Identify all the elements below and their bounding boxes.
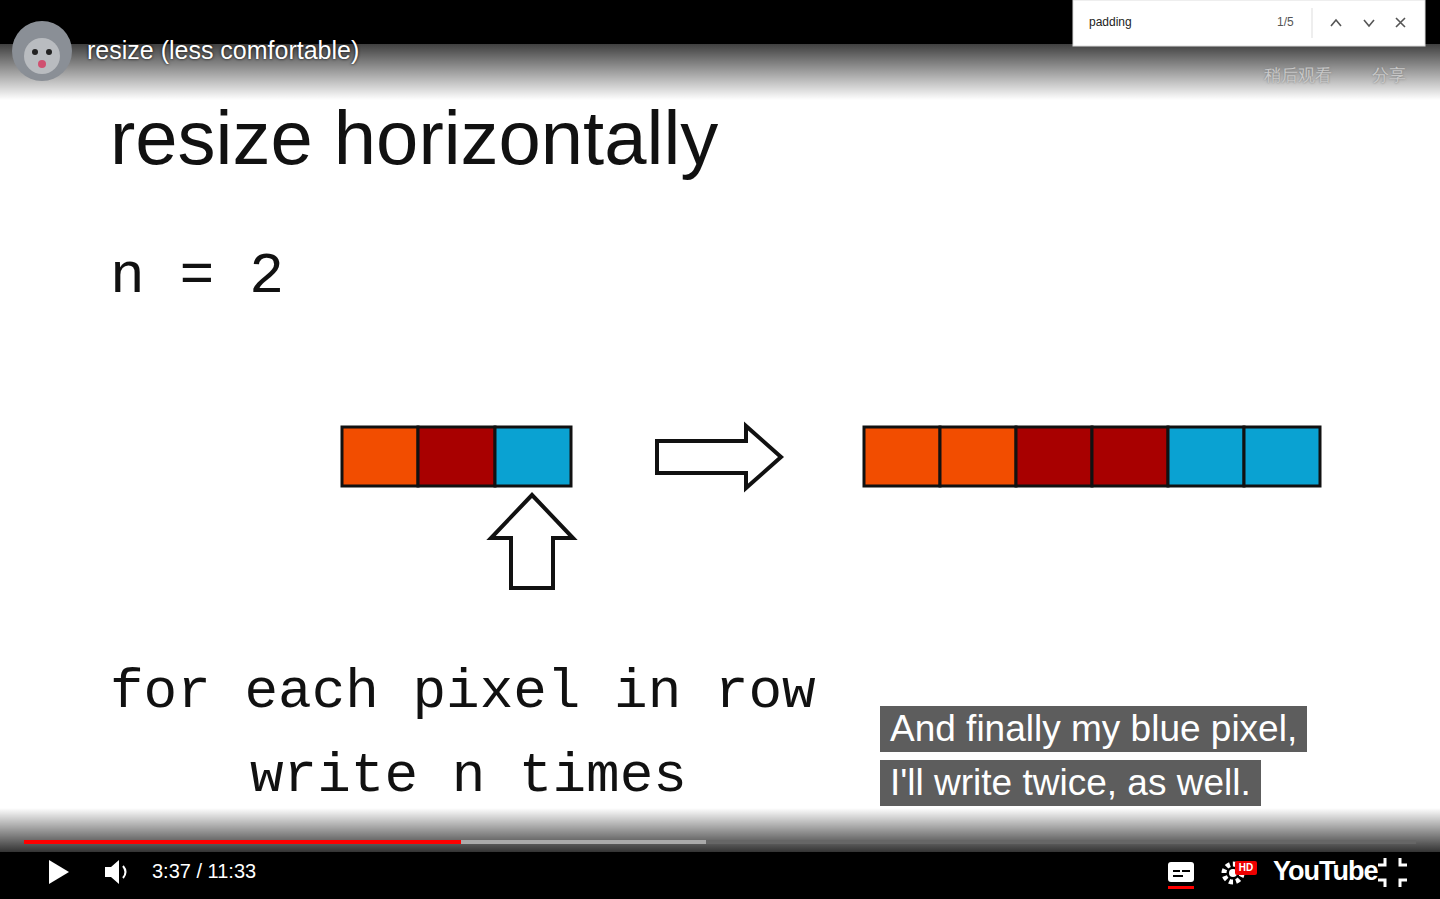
pixel-row-original: [342, 427, 571, 486]
captions-glyph: [1182, 870, 1190, 872]
volume-icon: [105, 860, 119, 884]
volume-wave: [123, 866, 126, 878]
avatar-eye: [46, 49, 52, 55]
exit-fullscreen-icon: [1378, 858, 1407, 887]
pseudocode-line: for each pixel in row: [110, 660, 816, 724]
subtitle-line: I'll write twice, as well.: [880, 760, 1261, 806]
find-divider: [1312, 8, 1313, 38]
find-count: 1/5: [1277, 15, 1294, 29]
avatar-face: [24, 38, 60, 74]
progress-track: [24, 840, 1416, 844]
slide-title: resize horizontally: [110, 92, 718, 183]
bottom-shade: [0, 808, 1440, 852]
pointer-arrow: [491, 495, 573, 588]
avatar-mouth: [38, 60, 46, 68]
share: 分享: [1372, 64, 1406, 87]
find-prev-icon: [1331, 20, 1341, 26]
watch-later: 稍后观看: [1264, 64, 1332, 87]
find-next-icon: [1364, 20, 1374, 26]
hd-badge: [1235, 861, 1257, 875]
progress-played: [24, 840, 461, 844]
pixel-row-resized: [864, 427, 1320, 486]
progress-buffered: [24, 840, 706, 844]
parameter: n = 2: [110, 244, 284, 309]
transform-arrow: [657, 426, 781, 488]
pseudocode-line: write n times: [250, 744, 687, 808]
find-close-icon: [1396, 18, 1405, 27]
subtitle-line: And finally my blue pixel,: [880, 706, 1307, 752]
captions-active-bar: [1168, 886, 1194, 889]
video-title: resize (less comfortable): [87, 36, 359, 65]
channel-avatar: [12, 21, 72, 81]
play-icon: [49, 860, 69, 884]
captions-glyph: [1173, 875, 1183, 877]
youtube-logo: YouTube: [1273, 856, 1377, 887]
find-query: padding: [1089, 15, 1132, 29]
find-bar: [1073, 0, 1425, 46]
captions-icon: [1168, 862, 1194, 882]
hd-label: HD: [1237, 862, 1255, 873]
captions-glyph: [1173, 870, 1180, 872]
control-bar: [0, 852, 1440, 899]
time-display: 3:37 / 11:33: [152, 860, 256, 883]
avatar-eye: [32, 49, 38, 55]
